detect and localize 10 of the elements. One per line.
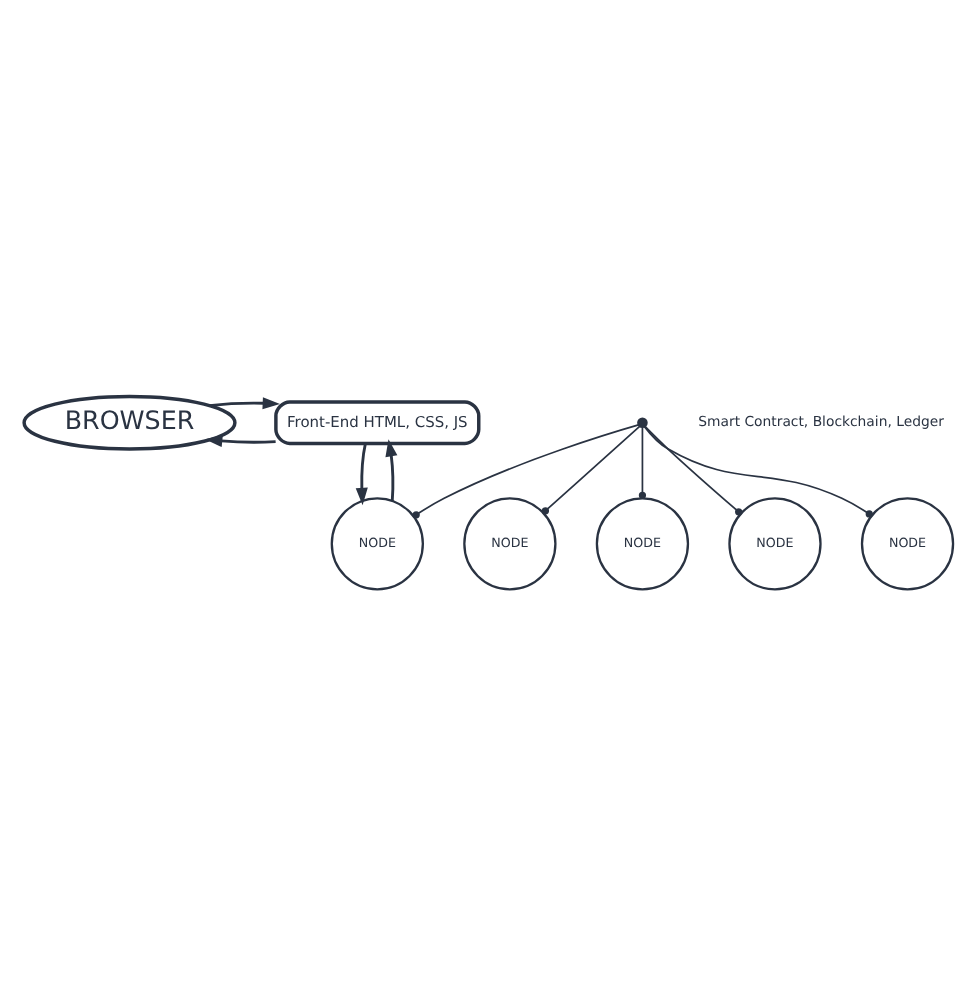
connector [541, 424, 641, 514]
arrow [355, 442, 368, 505]
node-point [637, 416, 648, 427]
connector [412, 423, 640, 518]
connector [643, 424, 743, 515]
arrow [209, 396, 280, 409]
arrow [385, 438, 398, 500]
arrow [205, 434, 276, 447]
connector [643, 424, 873, 517]
connector [638, 425, 647, 498]
